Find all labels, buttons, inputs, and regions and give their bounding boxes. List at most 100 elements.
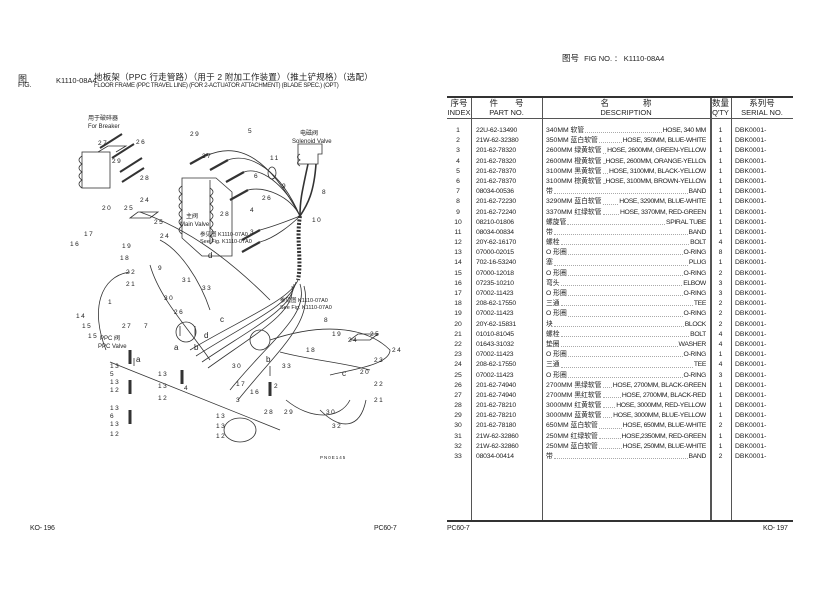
row-part-no: 01643-31032 <box>476 340 514 348</box>
leader-dots <box>602 411 613 419</box>
row-qty: 1 <box>718 188 723 196</box>
row-qty: 4 <box>718 239 723 247</box>
row-index: 5 <box>456 167 460 175</box>
hose-line <box>259 215 301 243</box>
row-qty: 1 <box>718 381 723 389</box>
parts-diagram: 用于破碎器 For Breaker 电磁阀 Solenoid Valve 主阀 … <box>70 114 401 460</box>
main-valve-hose <box>189 153 209 165</box>
callout: 25 <box>370 331 380 338</box>
breaker-coil <box>78 155 83 189</box>
leader-dots <box>560 340 678 348</box>
leader-dots <box>598 442 622 450</box>
row-desc-cn: 3000MM 红黄软管 <box>546 402 602 410</box>
row-desc-cn: 350MM 蓝白软管 <box>546 137 598 145</box>
row-serial: DBK0001- <box>735 351 767 359</box>
leader-dots <box>553 258 688 266</box>
solenoid-label-cn: 电磁阀 <box>300 129 318 137</box>
block-part <box>128 211 160 219</box>
callout: 23 <box>374 357 384 364</box>
row-serial: DBK0001- <box>735 310 767 318</box>
callout: 5 <box>248 128 253 135</box>
row-qty: 4 <box>718 361 723 369</box>
spiral-tube <box>296 215 302 281</box>
row-qty: 1 <box>718 391 723 399</box>
fig-no-label-cn: 图号 <box>562 53 580 63</box>
row-qty: 1 <box>718 432 723 440</box>
row-description: 三通 TEE <box>546 299 706 309</box>
parts-table: 序号 INDEX 件 号 PART NO. 名 称 DESCRIPTION 数量… <box>447 96 793 522</box>
row-desc-en: TEE <box>693 300 706 308</box>
header-qty-en: Q'TY <box>712 108 729 117</box>
row-qty: 2 <box>718 453 723 460</box>
row-desc-cn: O 形圈 <box>546 371 567 379</box>
row-serial: DBK0001- <box>735 391 767 399</box>
leader-dots <box>602 381 612 388</box>
row-qty: 1 <box>718 412 723 420</box>
row-part-no: 21W-62-32860 <box>476 432 519 440</box>
row-index: 6 <box>456 177 460 185</box>
row-desc-cn: O 形圈 <box>546 290 567 297</box>
see-fig-label-2-en: See Fig. K1110-07A0 <box>280 305 332 311</box>
row-index: 33 <box>454 453 462 460</box>
column-divider <box>731 98 732 520</box>
row-qty: 2 <box>718 269 723 277</box>
row-serial: DBK0001- <box>735 177 767 185</box>
callout: 31 <box>182 277 192 284</box>
row-index: 4 <box>456 157 460 165</box>
callout: 27 <box>98 140 108 147</box>
row-desc-cn: 3100MM 棕黄软管 <box>546 177 602 185</box>
main-valve-hose <box>229 189 249 201</box>
leader-dots <box>560 299 693 307</box>
row-part-no: 208-62-17550 <box>476 361 516 369</box>
callout: 6 <box>254 173 259 180</box>
row-qty: 3 <box>718 371 723 379</box>
drawing-code: PN0E145 <box>320 455 346 460</box>
leader-line <box>109 361 281 431</box>
callout: 12 <box>158 395 168 402</box>
solenoid-valve-body <box>297 143 323 165</box>
row-index: 7 <box>456 188 460 196</box>
main-valve-label-cn: 主阀 <box>186 212 198 220</box>
row-desc-en: HOSE,2350MM, RED-GREEN <box>621 432 706 440</box>
figure-number: K1110-08A4 <box>56 76 97 85</box>
row-desc-cn: 2700MM 黑红软管 <box>546 391 602 399</box>
callout: 17 <box>84 231 94 238</box>
breaker-hose <box>111 143 135 159</box>
breaker-hose <box>99 133 123 149</box>
leader-dots <box>567 289 683 297</box>
callout: 28 <box>140 175 150 182</box>
row-qty: 1 <box>718 351 723 359</box>
column-divider <box>471 98 472 520</box>
row-part-no: 201-62-78210 <box>476 402 516 410</box>
row-desc-cn: 三通 <box>546 300 560 308</box>
row-desc-en: O-RING <box>683 249 706 257</box>
row-index: 2 <box>456 137 460 145</box>
callout: 28 <box>264 409 274 416</box>
solenoid-hose <box>299 163 317 217</box>
row-desc-cn: 3000MM 蓝黄软管 <box>546 412 602 420</box>
leader-dots <box>567 350 683 358</box>
leader-dots <box>567 371 683 378</box>
row-qty: 1 <box>718 147 723 155</box>
callout: 20 <box>360 369 370 376</box>
header-qty: 数量 Q'TY <box>710 99 731 118</box>
row-desc-cn: 螺旋管 <box>546 218 567 226</box>
row-part-no: 201-62-78320 <box>476 157 516 165</box>
row-desc-en: BOLT <box>690 239 706 247</box>
